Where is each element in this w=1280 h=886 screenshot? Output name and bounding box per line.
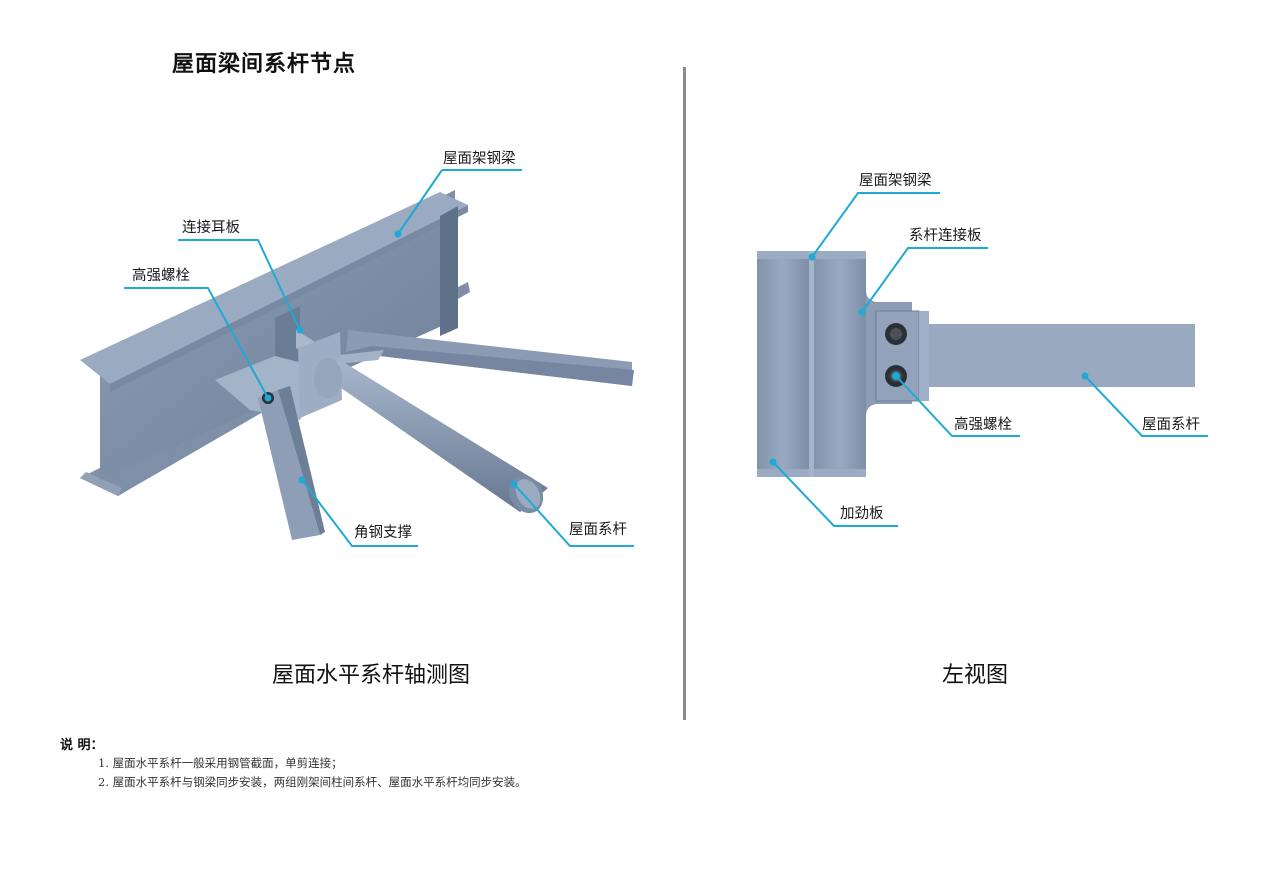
isometric-view-caption: 屋面水平系杆轴测图 [272,663,471,688]
angle-brace-down [258,386,325,540]
callout-lug-plate-iso: 连接耳板 [182,220,240,236]
callout-beam-side: 屋面架钢梁 [859,173,932,189]
beam-top-flange [80,192,468,384]
tie-rod-tube [314,358,548,514]
notes-heading: 说 明： [60,738,104,753]
leader-dots-iso [296,230,518,488]
callout-bolt-side: 高强螺栓 [954,417,1012,433]
callout-tie-rod-iso: 屋面系杆 [569,522,627,538]
drawing-title: 屋面梁间系杆节点 [172,52,357,77]
note-item-2: 2. 屋面水平系杆与钢梁同步安装，两组刚架间柱间系杆、屋面水平系杆均同步安装。 [98,775,527,789]
note-item-1: 1. 屋面水平系杆一般采用钢管截面，单剪连接； [98,756,343,770]
callout-bolt-iso: 高强螺栓 [132,268,190,284]
leader-lines-iso [124,169,634,547]
view-divider [683,67,686,720]
callout-tie-plate-side: 系杆连接板 [909,228,982,244]
leader-lines-side [772,192,1208,527]
callout-stiffener-side: 加劲板 [840,506,884,522]
callout-angle-brace-iso: 角钢支撑 [354,525,412,541]
side-view-drawing [757,251,1195,477]
leader-dots-side [769,253,1089,466]
side-view-caption: 左视图 [942,663,1009,688]
callout-tie-rod-side: 屋面系杆 [1142,417,1200,433]
callout-beam-iso: 屋面架钢梁 [443,151,516,167]
